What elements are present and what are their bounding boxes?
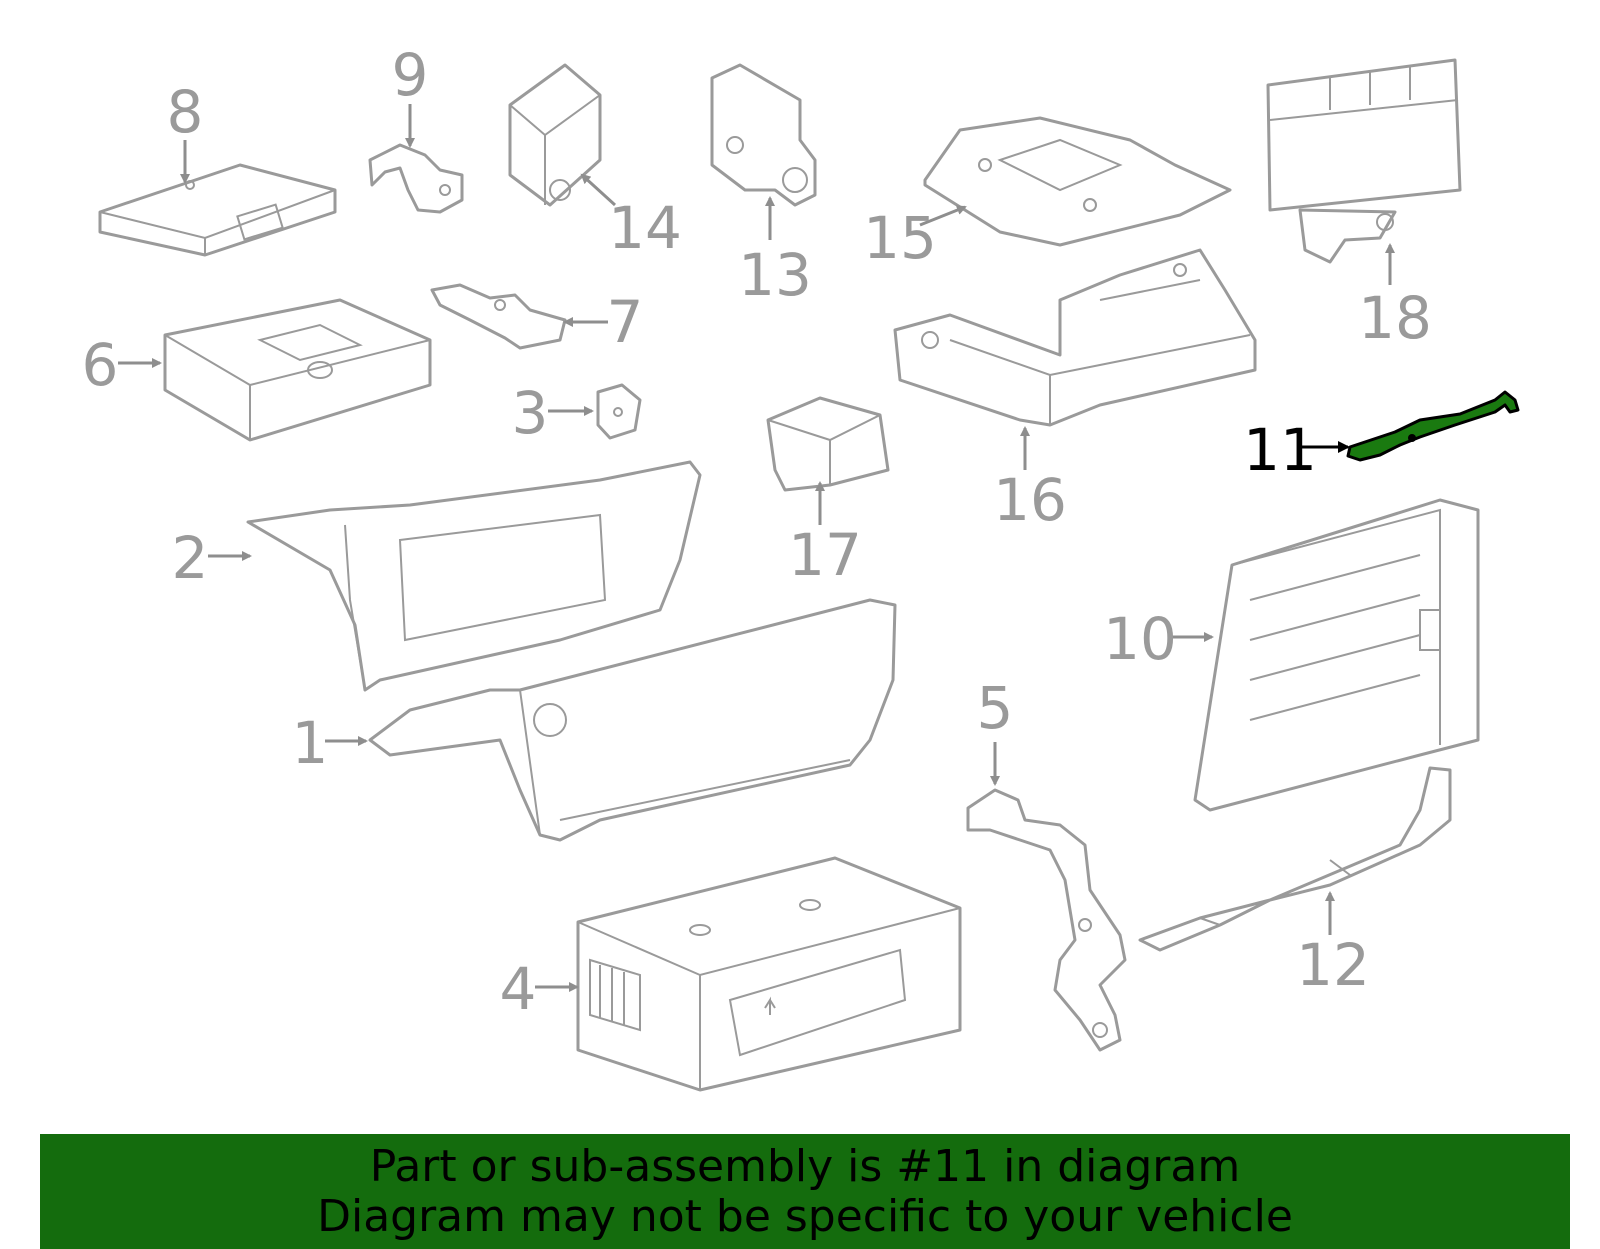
part-10-module: [1193, 498, 1480, 812]
callout-2: 2: [172, 524, 209, 592]
part-9-bracket: [368, 143, 464, 214]
part-18-amplifier: [1266, 58, 1462, 264]
leader-15: [919, 205, 967, 227]
callout-7: 7: [607, 288, 644, 356]
part-12-strut: [1138, 766, 1452, 952]
part-16-frame: [893, 248, 1257, 427]
part-3-clip: [596, 383, 642, 440]
part-8-module: [98, 163, 337, 257]
callout-3: 3: [512, 379, 549, 447]
callout-18: 18: [1358, 284, 1432, 352]
callout-1: 1: [292, 709, 329, 777]
callout-5: 5: [977, 674, 1014, 742]
callout-17: 17: [788, 521, 862, 589]
part-2-panel-frame: [246, 460, 702, 692]
part-15-module: [923, 116, 1232, 247]
callout-6: 6: [82, 331, 119, 399]
banner-line-2: Diagram may not be specific to your vehi…: [317, 1191, 1293, 1242]
callout-13: 13: [738, 241, 812, 309]
part-13-bracket: [710, 63, 817, 207]
callout-11: 11: [1243, 416, 1317, 484]
callout-10: 10: [1103, 605, 1177, 673]
callout-numbers: 8 9 14 13 15 18 7 6 3 11 16 17 2 10 1 5 …: [82, 41, 1432, 1023]
callout-14: 14: [608, 194, 682, 262]
callout-16: 16: [993, 466, 1067, 534]
callout-8: 8: [167, 78, 204, 146]
callout-9: 9: [392, 41, 429, 109]
banner-line-1: Part or sub-assembly is #11 in diagram: [369, 1141, 1241, 1192]
part-5-bracket: [966, 788, 1127, 1052]
callout-4: 4: [500, 955, 537, 1023]
callout-15: 15: [863, 204, 937, 272]
info-banner: Part or sub-assembly is #11 in diagram D…: [40, 1134, 1570, 1249]
leader-14: [580, 173, 617, 207]
part-17-relay: [766, 396, 890, 492]
part-14-relay: [508, 63, 602, 207]
part-4-box: [576, 856, 962, 1092]
leader-arrows: [118, 104, 1395, 992]
part-11-bracket-highlighted: [1346, 390, 1520, 462]
part-6-unit: [163, 298, 432, 442]
callout-12: 12: [1296, 931, 1370, 999]
part-1-lower-panel: [368, 598, 897, 842]
part-7-bracket: [430, 283, 567, 350]
